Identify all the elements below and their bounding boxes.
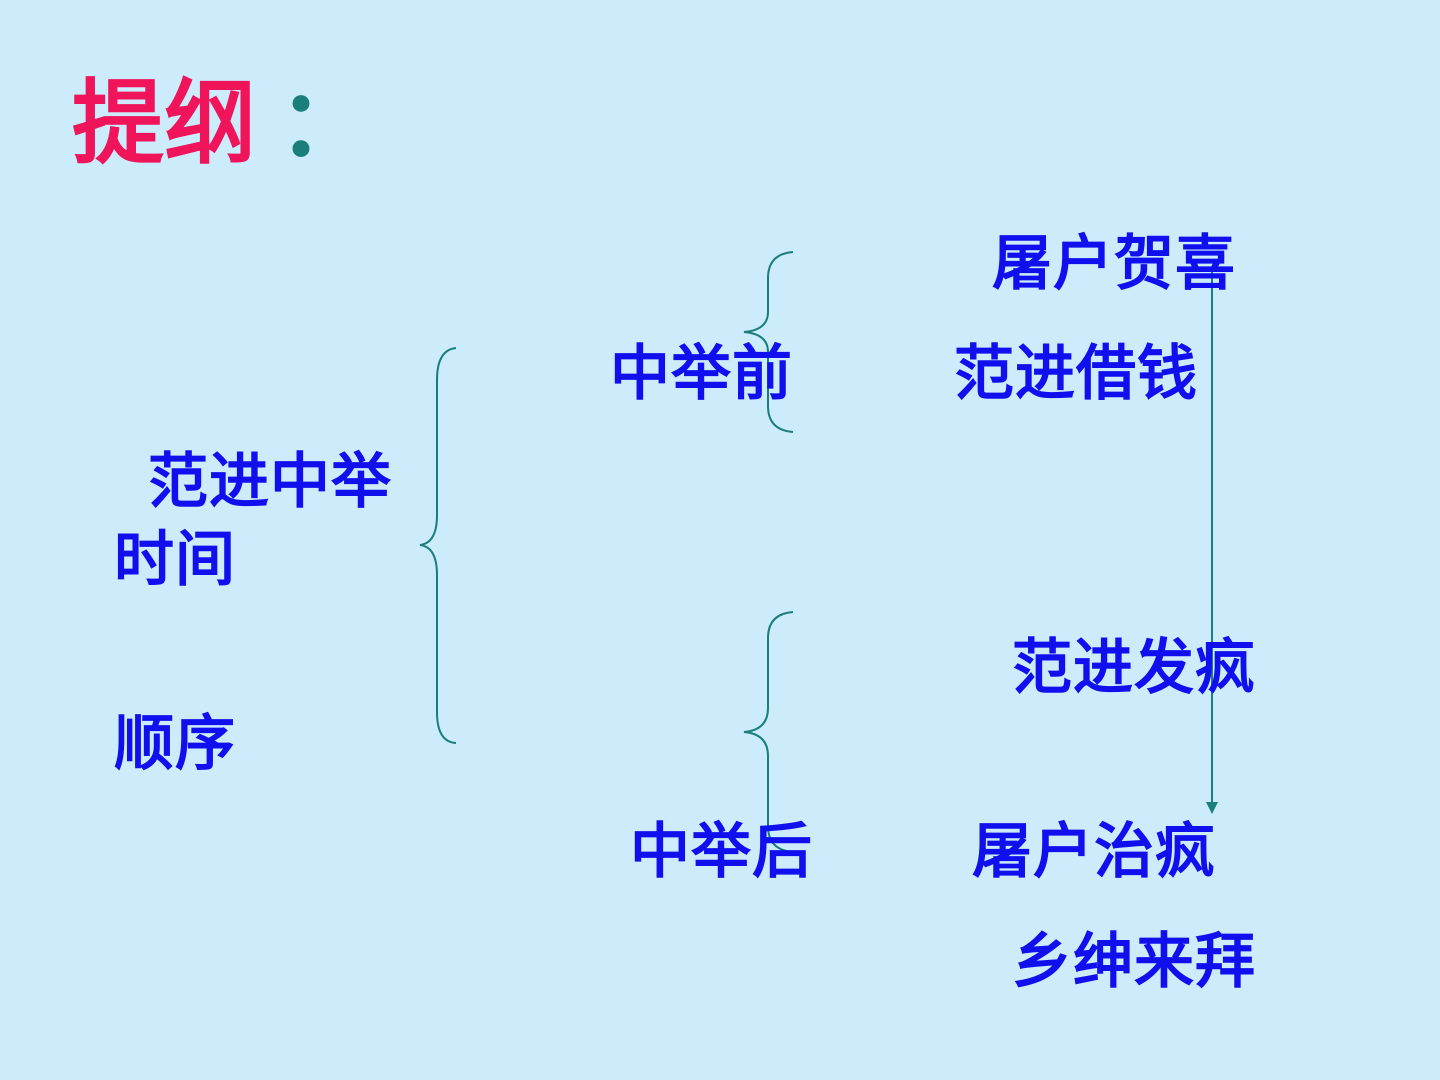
branch-before-label: 中举前 [610,339,793,409]
root-label-line3: 顺序 [114,709,236,779]
title-colon: ： [278,70,371,177]
event-butcher-cures-madness: 屠户治疯 [972,817,1216,887]
root-brace [419,347,457,744]
after-brace [743,611,794,853]
title-text: 提纲 [72,70,257,177]
event-fanjin-goes-mad: 范进发疯 [1012,633,1256,703]
event-fanjin-borrows-money: 范进借钱 [954,339,1198,409]
branch-after-label: 中举后 [630,817,813,887]
event-butcher-congratulates: 屠户贺喜 [992,229,1236,299]
root-label-line1: 范进中举 [148,447,392,517]
before-brace [743,251,794,433]
slide-title: 提纲： [72,78,370,170]
root-label-line2: 时间 [114,525,236,595]
event-gentry-visits: 乡绅来拜 [1012,927,1256,997]
